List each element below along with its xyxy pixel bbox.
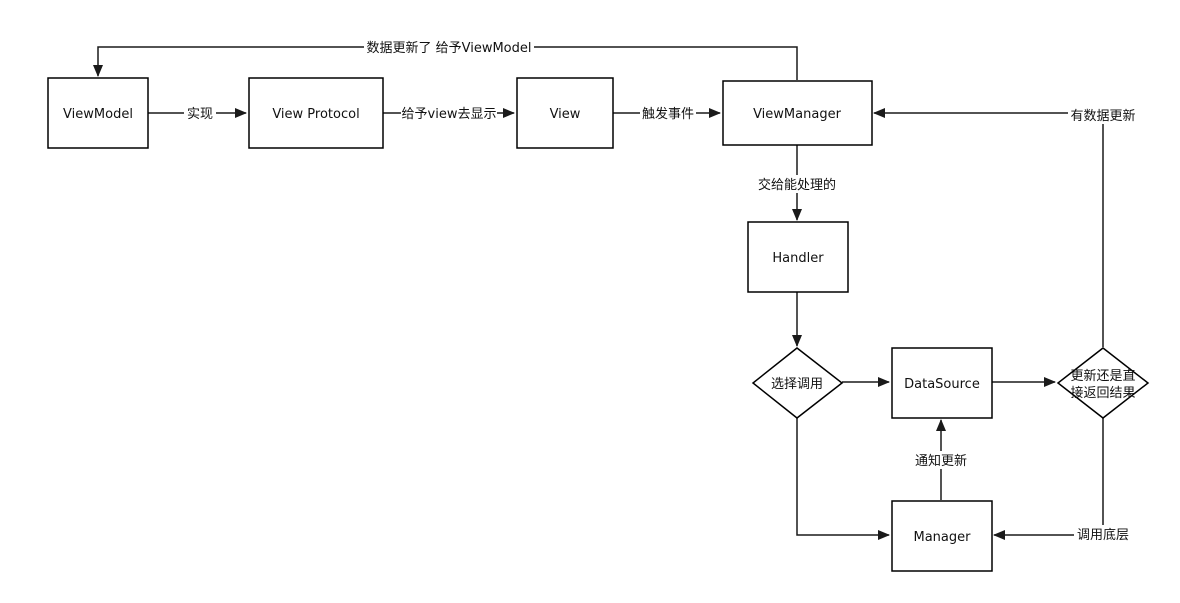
node-manager-label: Manager [914, 530, 972, 545]
edge-decision-to-manager [993, 418, 1104, 540]
call-underlying-label: 调用底层 [1077, 527, 1129, 543]
edge-label-hand-to-capable: 交给能处理的 [756, 175, 838, 193]
node-view-manager[interactable]: ViewManager [722, 80, 873, 146]
node-data-source[interactable]: DataSource [891, 347, 993, 419]
edge-label-call-underlying: 调用底层 [1074, 525, 1132, 543]
node-view-protocol-label: View Protocol [272, 107, 359, 122]
data-updated-label: 数据更新了 给予ViewModel [366, 40, 531, 56]
trigger-event-label: 触发事件 [642, 106, 694, 122]
hand-to-capable-label: 交给能处理的 [758, 177, 836, 193]
implements-label: 实现 [187, 107, 213, 122]
give-view-display-label: 给予view去显示 [402, 107, 497, 122]
node-view[interactable]: View [516, 77, 614, 149]
has-data-update-label: 有数据更新 [1070, 108, 1135, 124]
node-handler[interactable]: Handler [747, 221, 849, 293]
node-view-manager-label: ViewManager [753, 107, 841, 122]
node-viewmodel-label: ViewModel [63, 107, 133, 122]
node-view-protocol[interactable]: View Protocol [248, 77, 384, 149]
node-data-source-label: DataSource [904, 377, 980, 392]
node-update-or-return-label-line2: 接返回结果 [1070, 385, 1135, 401]
edge-select-to-manager [796, 418, 890, 540]
node-view-label: View [550, 107, 581, 122]
edge-label-data-updated: 数据更新了 给予ViewModel [364, 38, 534, 56]
node-select-call-label: 选择调用 [771, 377, 823, 392]
notify-update-label: 通知更新 [915, 453, 967, 469]
node-update-or-return[interactable]: 更新还是直 接返回结果 [1056, 347, 1150, 419]
edge-label-notify-update: 通知更新 [913, 451, 969, 469]
edge-label-implements: 实现 [184, 104, 216, 122]
node-viewmodel[interactable]: ViewModel [47, 77, 149, 149]
node-manager[interactable]: Manager [891, 500, 993, 572]
edge-label-give-view-display: 给予view去显示 [401, 104, 497, 122]
edge-decision-to-viewmanager [873, 108, 1104, 347]
node-handler-label: Handler [772, 251, 824, 266]
node-select-call[interactable]: 选择调用 [751, 347, 844, 419]
edge-label-trigger-event: 触发事件 [640, 104, 696, 122]
edge-label-has-data-update: 有数据更新 [1068, 106, 1138, 124]
node-update-or-return-label-line1: 更新还是直 [1070, 368, 1135, 384]
